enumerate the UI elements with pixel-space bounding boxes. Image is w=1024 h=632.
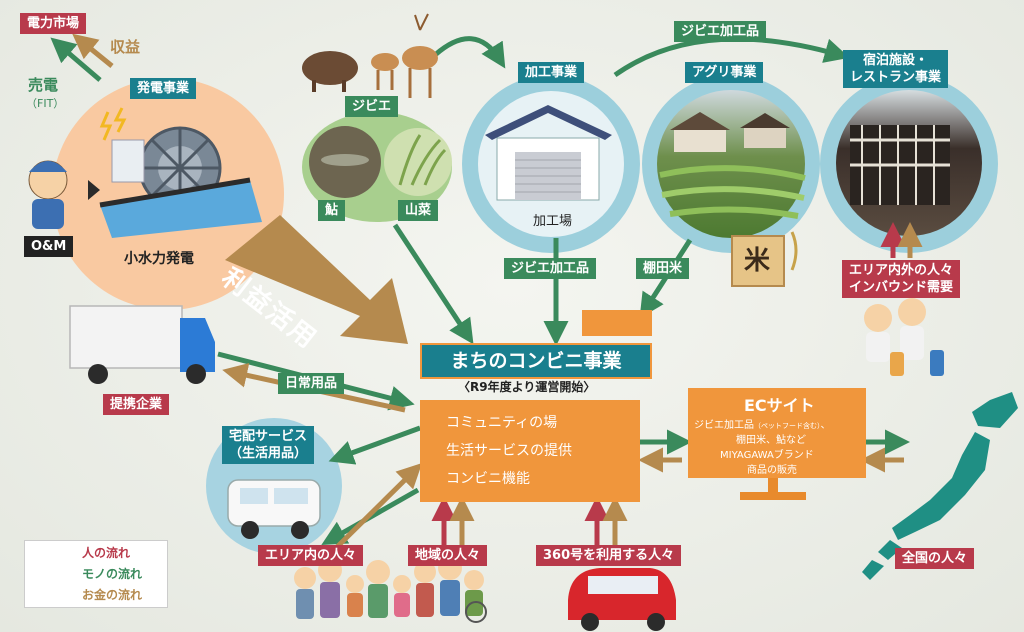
generator <box>111 139 145 183</box>
power-market-label: 電力市場 <box>20 13 87 34</box>
legend-people: 人の流れ <box>82 546 131 560</box>
delivery-line2: （生活用品） <box>229 446 308 461</box>
gibier-to-conbini-arrow <box>392 223 474 345</box>
deer-small-icon <box>371 53 399 71</box>
ec-monitor-stand <box>768 478 778 492</box>
om-label: O&M <box>24 236 74 257</box>
fit-label: （FIT） <box>26 97 65 110</box>
top-flow-label: ジビエ加工品 <box>674 21 767 42</box>
delivery-goods-arrow <box>328 425 421 465</box>
sansai-label: 山菜 <box>398 200 439 221</box>
ayu-label: 鮎 <box>318 200 346 221</box>
conbini-subtitle: 〈R9年度より運営開始〉 <box>458 380 596 394</box>
truck-cab <box>180 318 215 372</box>
lodging-title-line1: 宿泊施設・ <box>863 53 929 68</box>
ec-box <box>688 388 866 478</box>
power-business-label: 発電事業 <box>130 78 197 99</box>
truck-body <box>69 305 183 369</box>
area-money-arrow <box>334 462 423 550</box>
legend-money: お金の流れ <box>82 588 143 602</box>
hydro-label: 小水力発電 <box>124 251 194 267</box>
visitors-line2: インバウンド需要 <box>849 280 954 295</box>
local-people-label: 地域の人々 <box>408 545 488 566</box>
ec-line1: ジビエ加工品（ペットフード含む）、 <box>694 416 831 431</box>
profit-arrow <box>225 215 408 344</box>
factory-label: 加工場 <box>533 214 573 229</box>
area-people-group <box>294 558 411 619</box>
conbini-title: まちのコンビニ事業 <box>420 343 652 379</box>
visitors-line1: エリア内外の人々 <box>849 263 954 278</box>
deer-large-icon <box>402 46 438 70</box>
farm-house-2 <box>740 113 790 128</box>
conbini-item-0: コミュニティの場 <box>446 415 558 431</box>
rice-box <box>731 235 785 287</box>
ec-line3: MIYAGAWAブランド <box>720 450 814 461</box>
processing-product-label: ジビエ加工品 <box>504 258 597 279</box>
power-money-arrow <box>72 33 114 68</box>
revenue-label: 収益 <box>110 38 141 56</box>
power-sale-arrow <box>50 37 102 82</box>
conbini-box <box>420 400 640 502</box>
area-people-label: エリア内の人々 <box>258 545 364 566</box>
legend-goods: モノの流れ <box>82 567 143 581</box>
rice-char: 米 <box>744 246 771 276</box>
delivery-line1: 宅配サービス <box>229 429 308 444</box>
water-channel <box>100 180 262 238</box>
agri-title: アグリ事業 <box>685 62 764 83</box>
boar-icon <box>302 51 358 85</box>
lightning-icon <box>99 111 113 141</box>
nation-people-label: 全国の人々 <box>895 548 975 569</box>
lodging-title-line2: レストラン事業 <box>850 70 942 85</box>
japan-map <box>862 392 1018 580</box>
ec-line1-end: 、 <box>820 420 831 431</box>
delivery-label: 宅配サービス （生活用品） <box>222 426 315 464</box>
gibier-title: ジビエ <box>345 96 399 117</box>
ec-line4: 商品の販売 <box>747 465 797 476</box>
area-goods-arrow <box>321 487 420 545</box>
agri-rice-label: 棚田米 <box>636 258 690 279</box>
gibier-to-processing-arrow <box>433 36 506 69</box>
sale-label: 売電 <box>28 76 59 94</box>
conbini-item-2: コンビニ機能 <box>446 471 530 487</box>
processing-title: 加工事業 <box>518 62 585 83</box>
factory-roof <box>485 105 612 140</box>
local-people-group <box>414 556 487 623</box>
ec-line1-main: ジビエ加工品 <box>694 420 754 431</box>
travelers-group <box>864 298 944 376</box>
visitors-label: エリア内外の人々 インバウンド需要 <box>842 260 961 298</box>
ec-line2: 棚田米、鮎など <box>736 435 806 446</box>
ec-line1-small: （ペットフード含む） <box>754 422 821 430</box>
conbini-item-1: 生活サービスの提供 <box>446 443 572 459</box>
ec-title: ECサイト <box>744 396 815 415</box>
conbini-sign <box>582 310 652 336</box>
daily-goods-label: 日常用品 <box>278 373 345 394</box>
partner-label: 提携企業 <box>103 394 170 415</box>
farm-house-1 <box>670 112 730 130</box>
route360-people-label: 360号を利用する人々 <box>536 545 682 566</box>
legend-box <box>24 540 168 608</box>
lodging-title: 宿泊施設・ レストラン事業 <box>843 50 949 88</box>
